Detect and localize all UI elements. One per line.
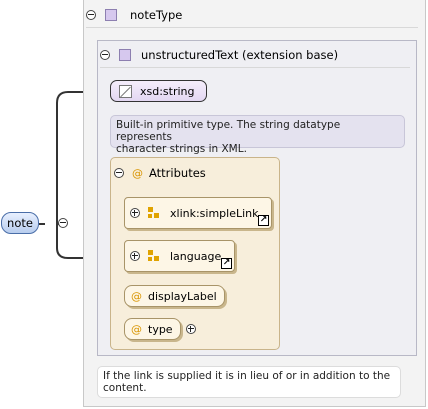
base-type-documentation: Built-in primitive type. The string data… [110, 115, 405, 155]
simple-type-icon [119, 84, 132, 98]
attributes-title: Attributes [149, 166, 206, 180]
doc-line: content. [103, 382, 147, 394]
root-element-label: note [7, 216, 33, 230]
link-arrow-icon[interactable]: ↗ [221, 258, 232, 269]
doc-line: character strings in XML. [116, 143, 247, 155]
complex-type-icon [105, 9, 117, 21]
link-arrow-icon[interactable]: ↗ [258, 215, 269, 226]
expand-icon[interactable] [130, 208, 140, 218]
doc-line: Built-in primitive type. The string data… [116, 119, 341, 143]
attribute-label: type [148, 322, 173, 336]
attribute-group-label: xlink:simpleLink [170, 206, 259, 220]
expand-icon[interactable] [186, 324, 196, 334]
root-element-node[interactable]: note [1, 212, 39, 234]
attribute-icon: @ [132, 166, 143, 180]
attribute-group-icon [148, 207, 160, 219]
extension-title: unstructuredText (extension base) [141, 48, 339, 62]
complex-type-icon [119, 49, 131, 61]
attribute-group-node[interactable]: language ↗ [124, 240, 235, 272]
collapse-icon[interactable] [114, 168, 124, 178]
complex-type-title: noteType [130, 8, 183, 22]
collapse-icon[interactable] [86, 10, 96, 20]
divider [86, 27, 418, 28]
collapse-icon[interactable] [57, 218, 68, 228]
attribute-label: displayLabel [148, 289, 217, 303]
attribute-group-node[interactable]: xlink:simpleLink ↗ [124, 197, 272, 229]
note-documentation: If the link is supplied it is in lieu of… [97, 366, 401, 398]
divider [100, 67, 410, 68]
attribute-group-icon [148, 250, 160, 262]
base-type-node[interactable]: xsd:string [110, 80, 207, 102]
expand-icon[interactable] [130, 251, 140, 261]
attribute-icon: @ [131, 289, 142, 303]
extension-header[interactable]: unstructuredText (extension base) [100, 48, 338, 62]
attributes-header[interactable]: @ Attributes [114, 166, 206, 180]
complex-type-header[interactable]: noteType [86, 8, 182, 22]
attribute-group-label: language [170, 249, 222, 263]
attribute-icon: @ [131, 322, 142, 336]
base-type-label: xsd:string [140, 84, 195, 98]
collapse-icon[interactable] [100, 50, 110, 60]
attribute-node[interactable]: @ displayLabel [124, 285, 225, 307]
doc-line: If the link is supplied it is in lieu of… [103, 370, 391, 382]
attribute-node[interactable]: @ type [124, 318, 181, 340]
